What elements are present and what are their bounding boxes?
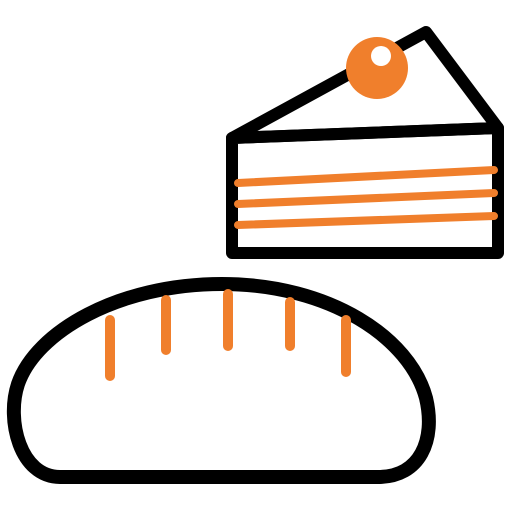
- bread-outline: [6, 277, 436, 484]
- cherry-highlight: [371, 46, 391, 66]
- cherry-icon: [346, 37, 408, 99]
- cake-layer-1: [234, 166, 498, 187]
- cake-slice-icon: [226, 26, 504, 259]
- cherry: [346, 37, 408, 99]
- cake-body: [226, 122, 504, 259]
- cake-layer-2: [234, 189, 498, 208]
- cake-layer-3: [234, 212, 498, 229]
- bread-loaf-icon: [6, 277, 436, 484]
